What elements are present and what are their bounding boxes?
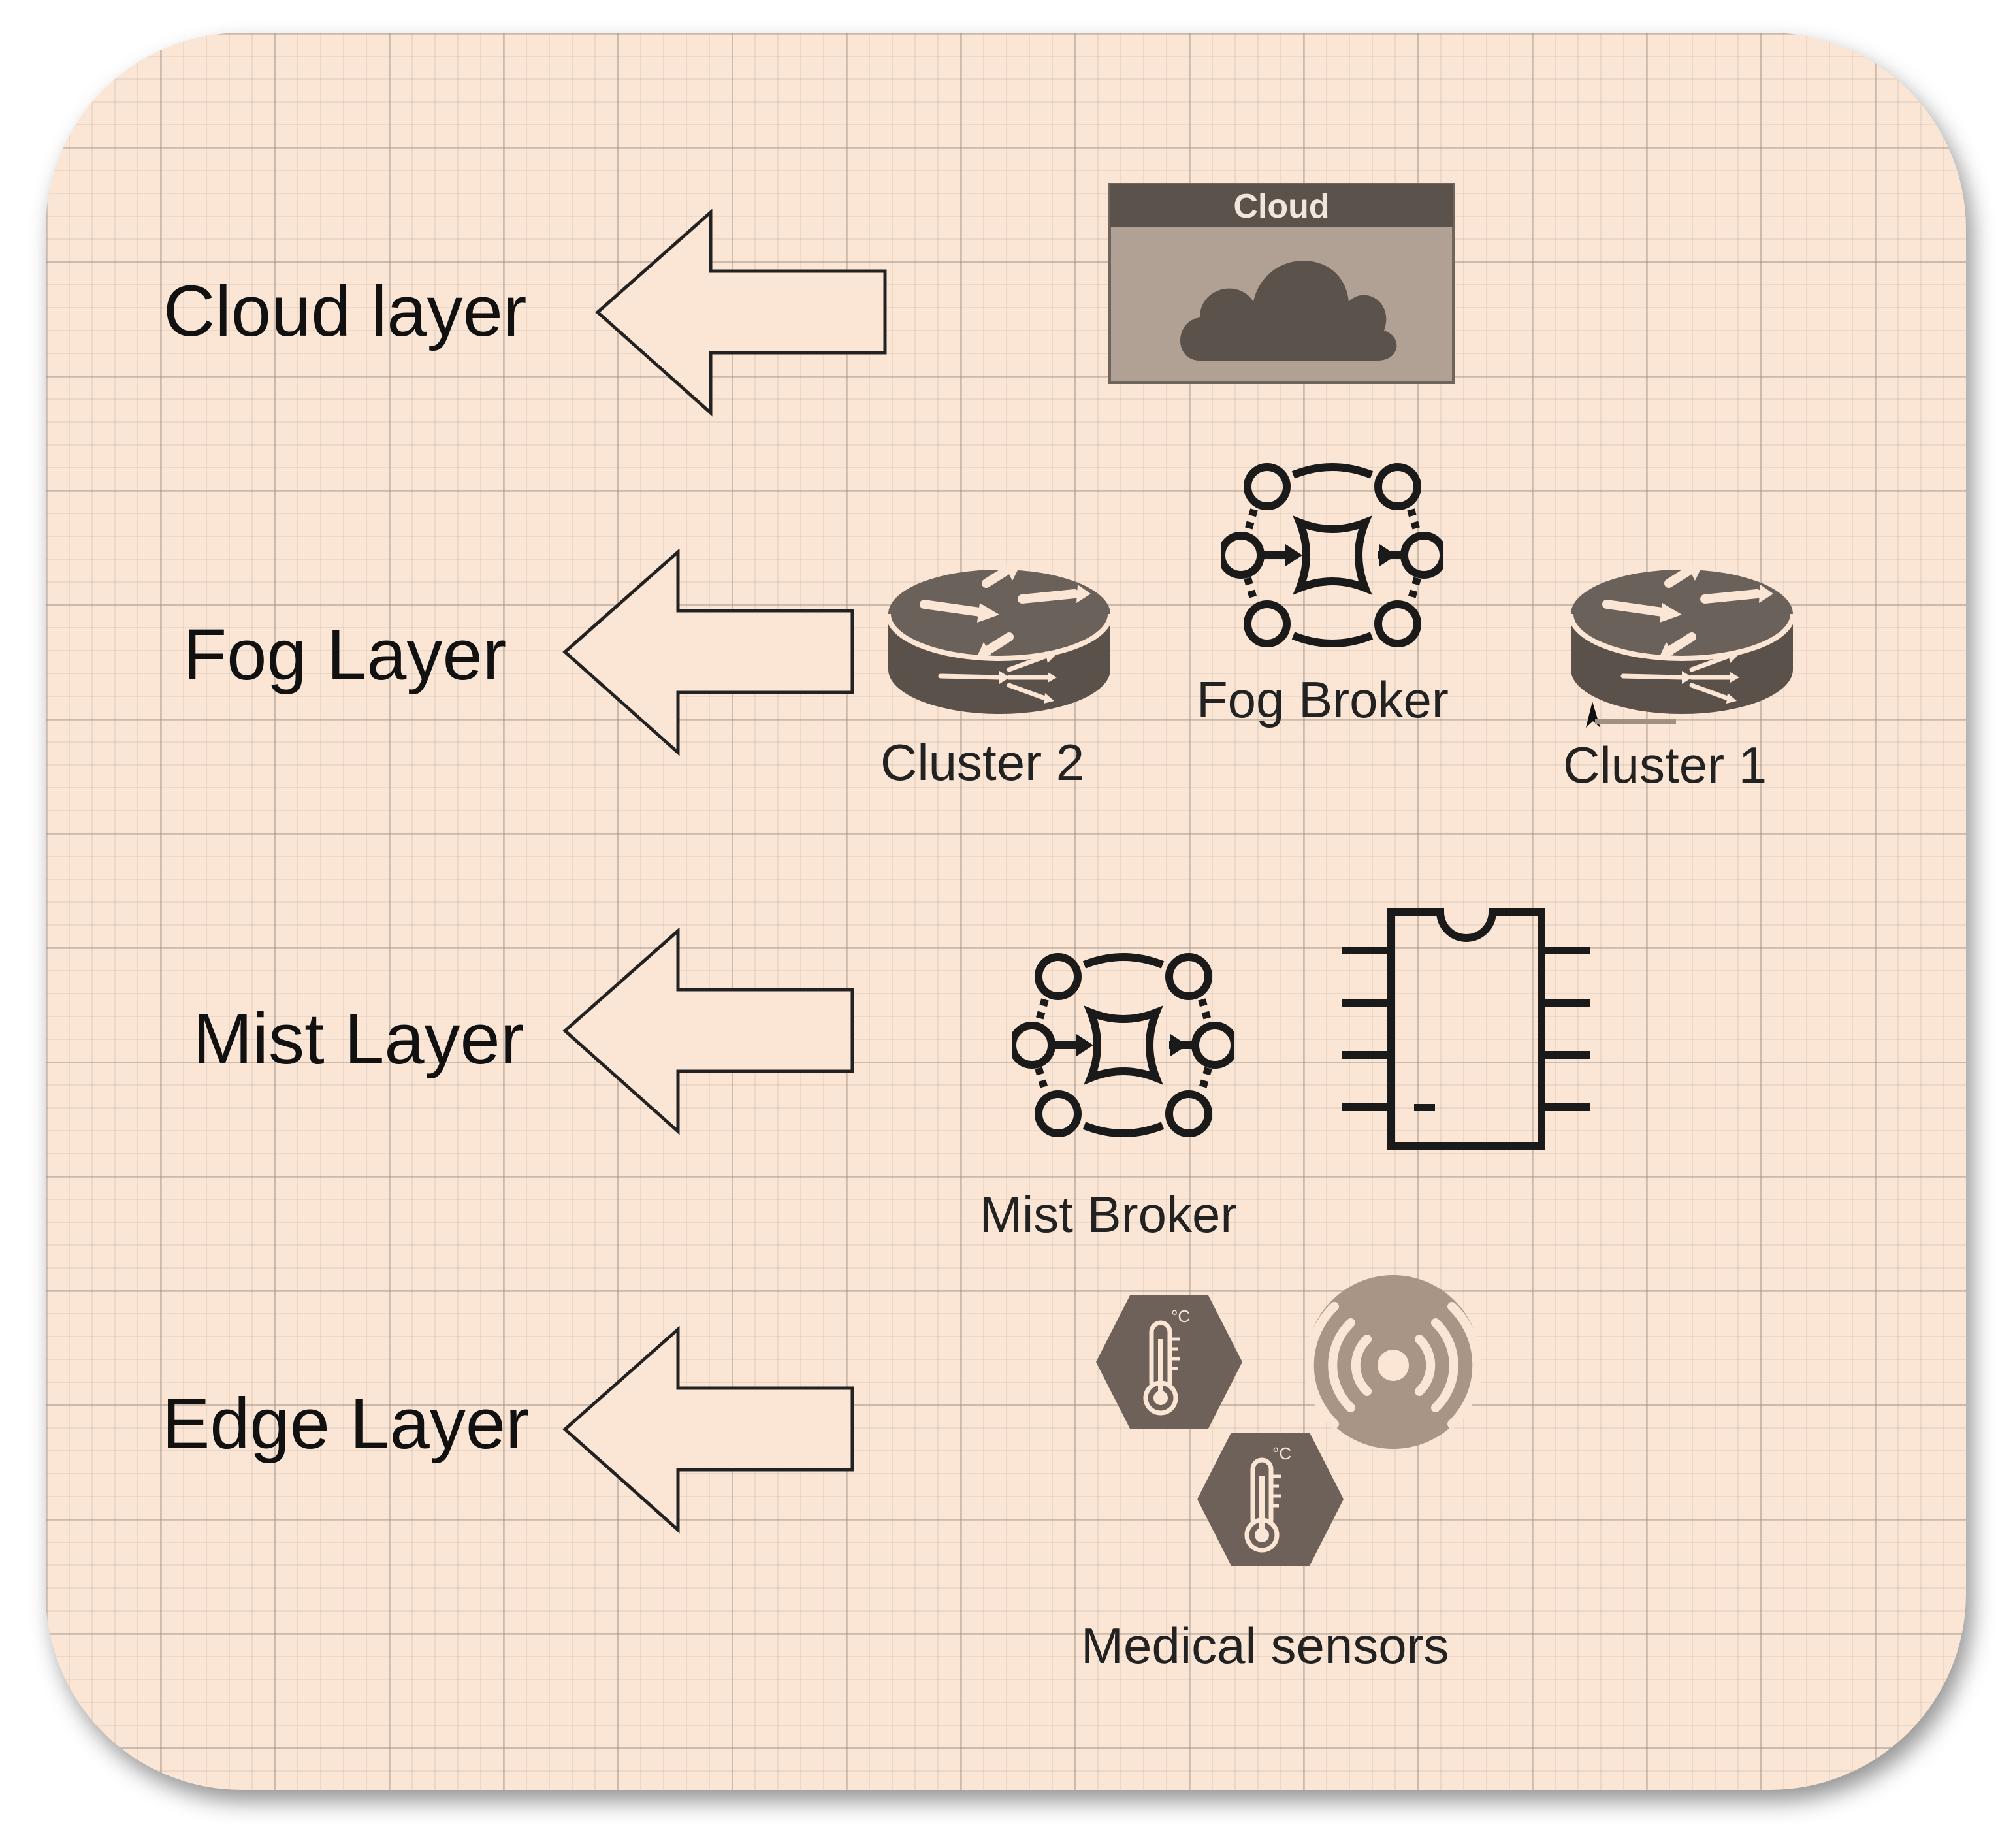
thermometer-sensor-icon	[1195, 1431, 1345, 1568]
broker-icon	[1221, 461, 1443, 650]
cloud-icon	[1180, 261, 1397, 361]
wireless-signal-icon	[1305, 1275, 1481, 1449]
cursor-arrow-icon	[1586, 702, 1676, 728]
cluster-2-label: Cluster 2	[880, 734, 1085, 791]
arrow-fog-layer	[562, 549, 854, 756]
mist-broker-label: Mist Broker	[980, 1186, 1238, 1243]
layer-label-edge: Edge Layer	[162, 1384, 530, 1464]
layer-label-fog: Fog Layer	[183, 615, 507, 695]
chip-icon	[1342, 908, 1590, 1150]
cluster-1-label: Cluster 1	[1563, 736, 1767, 794]
arrow-mist-layer	[562, 928, 854, 1135]
layer-label-mist: Mist Layer	[193, 999, 524, 1079]
temperature-unit: °C	[1171, 1306, 1191, 1326]
thermometer-sensor-icon	[1094, 1293, 1244, 1431]
diagram-panel: Cloud layer Fog Layer Mist Layer Edge La…	[46, 33, 1966, 1790]
router-icon	[888, 565, 1110, 715]
router-icon	[1571, 565, 1793, 715]
cloud-node: Cloud	[1108, 183, 1455, 384]
arrow-edge-layer	[562, 1326, 854, 1534]
medical-sensors-label: Medical sensors	[1081, 1617, 1449, 1674]
cloud-title: Cloud	[1233, 187, 1330, 225]
fog-broker-label: Fog Broker	[1197, 671, 1449, 728]
broker-icon	[1012, 950, 1234, 1140]
temperature-unit: °C	[1272, 1444, 1292, 1463]
layer-label-cloud: Cloud layer	[163, 271, 527, 351]
arrow-cloud-layer	[595, 209, 887, 417]
